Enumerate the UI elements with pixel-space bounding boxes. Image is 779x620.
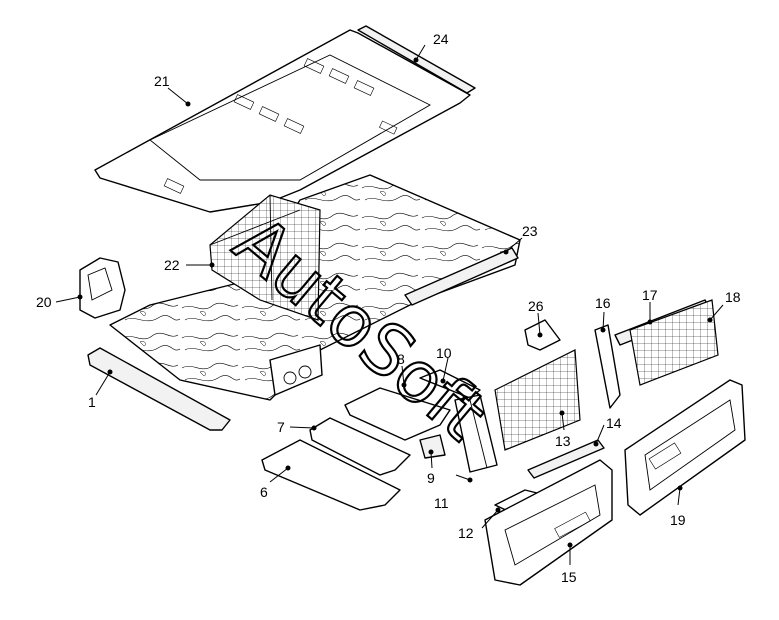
part-20-wheel-arch [79,257,126,319]
callout-19: 19 [670,485,686,528]
callout-20: 20 [36,294,83,310]
callout-22: 22 [164,257,215,273]
svg-text:10: 10 [436,345,452,361]
svg-text:16: 16 [595,295,611,311]
callout-26: 26 [528,298,544,338]
part-8-panel [344,387,451,441]
part-6-mat [261,439,401,511]
svg-text:22: 22 [164,257,180,273]
svg-text:6: 6 [260,484,268,500]
callout-13: 13 [555,410,571,449]
callout-21: 21 [154,73,191,107]
svg-text:21: 21 [154,73,170,89]
part-1-sill-trim [87,347,231,431]
svg-text:18: 18 [725,289,741,305]
callout-10: 10 [436,345,452,384]
svg-text:15: 15 [561,569,577,585]
callout-1: 1 [88,369,113,410]
callout-6: 6 [260,465,291,500]
svg-text:1: 1 [88,394,96,410]
part-13-mesh-panel [494,349,581,451]
callout-14: 14 [593,415,622,447]
svg-text:8: 8 [397,351,405,367]
part-19-door-trim [624,379,746,516]
callout-17: 17 [642,287,658,325]
svg-text:19: 19 [670,512,686,528]
part-10-strip [419,369,481,399]
callouts: 24 21 23 22 20 26 16 [36,31,741,585]
callout-12: 12 [458,507,501,541]
svg-text:13: 13 [555,433,571,449]
part-7-panel [309,417,411,476]
callout-23: 23 [503,223,538,255]
part-9-bracket [419,434,446,459]
callout-16: 16 [595,295,611,333]
part-15-door-trim [484,459,613,586]
callout-15: 15 [561,542,577,585]
svg-text:12: 12 [458,525,474,541]
svg-text:23: 23 [522,223,538,239]
callout-7: 7 [277,419,317,435]
svg-text:20: 20 [36,294,52,310]
part-21-headlining [94,29,471,213]
part-18-mesh-panel [629,299,719,386]
svg-text:14: 14 [606,415,622,431]
callout-11: 11 [434,474,473,511]
part-11-pillar-trim [454,394,498,473]
callout-9: 9 [427,449,435,486]
svg-text:24: 24 [433,31,449,47]
svg-text:26: 26 [528,298,544,314]
svg-text:11: 11 [434,495,449,511]
part-22-mesh-guard [209,194,321,321]
part-14-strip [527,439,605,479]
callout-8: 8 [397,351,407,388]
callout-24: 24 [413,31,449,63]
svg-text:9: 9 [427,470,435,486]
svg-text:17: 17 [642,287,658,303]
callout-18: 18 [707,289,741,323]
part-23-floor-rail [404,247,519,306]
svg-text:7: 7 [277,419,285,435]
